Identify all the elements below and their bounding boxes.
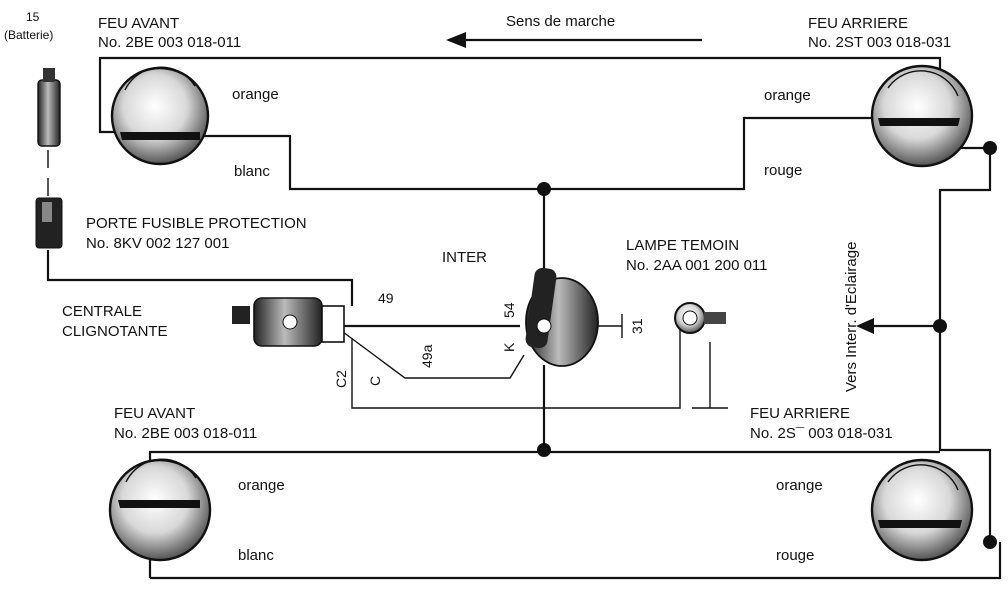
front-top-title: FEU AVANT <box>98 15 179 32</box>
lamp-title: LAMPE TEMOIN <box>626 237 739 254</box>
flasher-terminal-49a: 49a <box>419 344 435 368</box>
lamp-ref: No. 2AA 001 200 011 <box>626 257 768 274</box>
rear-top-wire1: orange <box>764 87 811 104</box>
flasher-title-line2: CLIGNOTANTE <box>62 323 168 340</box>
front-bottom-lamp-icon <box>108 458 212 562</box>
switch-title: INTER <box>442 249 487 266</box>
flasher-terminal-c: C <box>367 376 383 386</box>
fuse-title: PORTE FUSIBLE PROTECTION <box>86 215 307 232</box>
battery-label: (Batterie) <box>4 28 53 42</box>
rear-top-title: FEU ARRIERE <box>808 15 908 32</box>
front-top-lamp-icon <box>110 66 210 166</box>
front-top-wire1: orange <box>232 86 279 103</box>
switch-terminal-k: K <box>501 342 517 352</box>
battery-number: 15 <box>26 10 40 24</box>
front-top-wire2: blanc <box>234 163 270 180</box>
front-bottom-wire1: orange <box>238 477 285 494</box>
rear-top-lamp-icon <box>870 64 974 168</box>
flasher-unit-icon <box>232 297 345 347</box>
direction-label: Sens de marche <box>506 13 615 30</box>
front-bottom-ref: No. 2BE 003 018-011 <box>114 425 257 442</box>
fuse-holder-icon <box>35 197 63 249</box>
flasher-terminal-c2: C2 <box>333 370 349 388</box>
battery-connector-icon <box>37 68 61 147</box>
front-top-ref: No. 2BE 003 018-011 <box>98 34 241 51</box>
lighting-arrow <box>856 318 874 334</box>
flasher-terminal-49: 49 <box>378 290 394 306</box>
lighting-switch-label: Vers Interr. d'Eclairage <box>843 242 860 392</box>
front-bottom-title: FEU AVANT <box>114 405 195 422</box>
rear-bottom-ref: No. 2S¯ 003 018-031 <box>750 425 893 442</box>
rear-bottom-title: FEU ARRIERE <box>750 405 850 422</box>
flasher-title-line1: CENTRALE <box>62 303 142 320</box>
switch-terminal-54: 54 <box>501 302 517 318</box>
direction-arrow <box>446 32 702 48</box>
rear-bottom-wire1: orange <box>776 477 823 494</box>
inter-switch-icon <box>525 267 599 367</box>
rear-top-wire2: rouge <box>764 162 802 179</box>
fuse-ref: No. 8KV 002 127 001 <box>86 235 229 252</box>
warning-lamp-icon <box>674 302 726 334</box>
switch-terminal-31: 31 <box>629 318 645 334</box>
rear-bottom-lamp-icon <box>870 458 974 562</box>
rear-top-ref: No. 2ST 003 018-031 <box>808 34 951 51</box>
front-bottom-wire2: blanc <box>238 547 274 564</box>
rear-bottom-wire2: rouge <box>776 547 814 564</box>
junction-nodes <box>537 141 997 549</box>
